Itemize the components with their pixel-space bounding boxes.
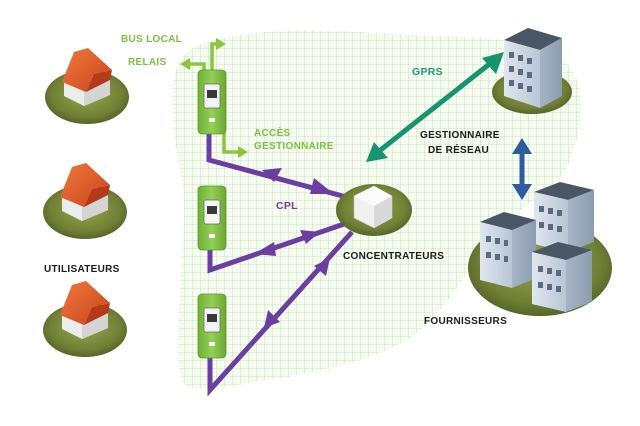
- supplier-buildings: [468, 182, 612, 316]
- cpl-link-meter-3: [207, 230, 354, 397]
- smart-meter-1: [197, 69, 227, 135]
- user-house-3: [43, 281, 127, 357]
- network-manager-building: [492, 28, 572, 114]
- bus-local-label: BUS LOCAL: [121, 34, 183, 45]
- smart-meter-2: [197, 185, 227, 251]
- suppliers-label: FOURNISSEURS: [424, 316, 508, 327]
- network-manager-label-line2: DE RÉSEAU: [428, 145, 490, 156]
- users-label: UTILISATEURS: [44, 264, 120, 275]
- smart-meter-3: [197, 293, 227, 359]
- network-manager-label-line1: GESTIONNAIRE: [420, 130, 500, 141]
- acces-label: ACCÈS: [254, 128, 291, 139]
- user-house-1: [45, 48, 129, 124]
- acces-gestionnaire-label: GESTIONNAIRE: [254, 141, 334, 152]
- gprs-link: [366, 52, 504, 162]
- cpl-label: CPL: [276, 200, 298, 212]
- concentrators-label: CONCENTRATEURS: [343, 251, 445, 262]
- gprs-label: GPRS: [412, 66, 443, 78]
- user-house-2: [43, 163, 127, 239]
- cpl-link-meter-2: [207, 219, 351, 274]
- relais-label: RELAIS: [128, 57, 167, 68]
- concentrator-cube: [336, 184, 412, 236]
- bus-local-arrow: [210, 38, 226, 72]
- acces-gestionnaire-arrow: [222, 132, 248, 158]
- cpl-link-meter-1: [206, 132, 351, 201]
- supplier-link: [512, 138, 532, 200]
